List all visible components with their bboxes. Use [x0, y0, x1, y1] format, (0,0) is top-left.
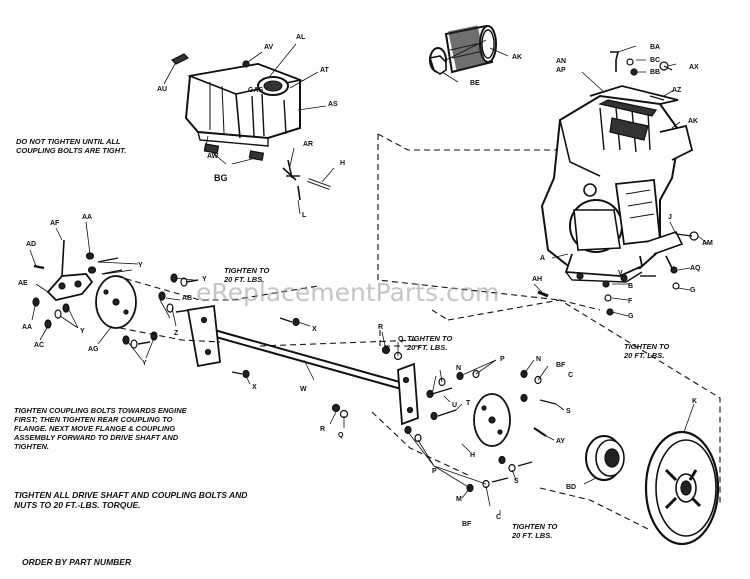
left-coupling [32, 239, 199, 349]
callout-r-1: R [378, 324, 384, 331]
callout-k: K [692, 398, 698, 405]
svg-text:GAS: GAS [248, 87, 264, 94]
tank-pads-bg [203, 143, 265, 161]
callout-ak-top: AK [512, 54, 523, 61]
note-do-not-tighten: DO NOT TIGHTEN UNTIL ALL COUPLING BOLTS … [16, 137, 127, 155]
fuel-tank: GAS [184, 62, 303, 147]
callout-c-top: C [568, 372, 574, 379]
callout-f: F [628, 298, 633, 305]
callout-bf-bottom: BF [462, 521, 472, 528]
callout-ba: BA [650, 44, 661, 51]
callout-n-mid: N [536, 356, 542, 363]
note-coupling-instructions: TIGHTEN COUPLING BOLTS TOWARDS ENGINE FI… [14, 406, 187, 451]
callout-z: Z [174, 330, 179, 337]
callout-s-top: S [566, 408, 571, 415]
right-coupling [404, 369, 557, 493]
callout-aw: AW [207, 153, 219, 160]
callout-y-2: Y [202, 276, 207, 283]
callout-u: U [452, 402, 458, 409]
callout-av: AV [264, 44, 274, 51]
gasket-be [428, 55, 447, 75]
callout-bb: BB [650, 69, 661, 76]
callout-m: M [456, 496, 462, 503]
pulley-k [644, 430, 720, 546]
callout-ah: AH [532, 276, 543, 283]
callout-ab: AB [182, 295, 193, 302]
callout-y-3: Y [80, 328, 85, 335]
callout-b: B [628, 283, 634, 290]
callout-ae: AE [18, 280, 28, 287]
callout-q-2: Q [338, 432, 344, 439]
engine-dashed-outline [377, 133, 601, 311]
note-tighten-torque-bottom: TIGHTEN TO 20 FT. LBS. [512, 522, 558, 540]
callout-az: AZ [672, 87, 682, 94]
callout-ac: AC [34, 342, 45, 349]
callout-h-mid: H [470, 452, 476, 459]
callout-ag: AG [88, 346, 99, 353]
callout-bd: BD [566, 484, 577, 491]
callout-t: T [466, 400, 471, 407]
fuel-line-h [307, 178, 331, 190]
callout-ak-right: AK [688, 118, 699, 125]
callout-j: J [668, 214, 672, 221]
note-tighten-torque-left: TIGHTEN TO 20 FT. LBS. [224, 266, 270, 284]
watermark: eReplacementParts.com [196, 278, 500, 307]
callout-an: AN [556, 58, 567, 65]
callout-as: AS [328, 101, 338, 108]
callout-a: A [540, 255, 546, 262]
note-order-by-part-number: ORDER BY PART NUMBER [22, 557, 132, 567]
callout-q-1: Q [398, 336, 404, 343]
fuel-valve-ar [282, 159, 300, 181]
callout-r-2: R [320, 426, 326, 433]
callout-y-4: Y [142, 360, 147, 367]
callout-bc: BC [650, 57, 661, 64]
callout-aa-left: AA [22, 324, 33, 331]
callout-al: AL [296, 34, 306, 41]
callout-at: AT [320, 67, 329, 74]
callout-am: AM [702, 240, 713, 247]
air-cleaner-ak [429, 24, 497, 74]
callout-au: AU [157, 86, 168, 93]
callout-c-bottom: C [496, 514, 502, 521]
callout-ax: AX [689, 64, 699, 71]
pulley-bd [585, 435, 625, 481]
callout-aa-top: AA [82, 214, 93, 221]
clamp-l [297, 185, 301, 201]
engine-block [540, 85, 694, 283]
callout-bf-top: BF [556, 362, 566, 369]
drive-shaft-w [186, 304, 419, 426]
leader-lines [29, 39, 709, 514]
callout-g-right: G [690, 287, 696, 294]
callout-aq: AQ [690, 265, 701, 272]
callout-p-bottom: P [432, 468, 437, 475]
callout-l: L [302, 212, 307, 219]
callout-x-2: X [252, 384, 257, 391]
callout-n-top: N [456, 365, 462, 372]
callout-bg: BG [214, 173, 228, 183]
callout-ar: AR [303, 141, 314, 148]
callout-af: AF [50, 220, 60, 227]
callout-y-1: Y [138, 262, 143, 269]
callout-v: V [618, 270, 623, 277]
callout-x-1: X [312, 326, 317, 333]
callout-h: H [340, 160, 346, 167]
note-tighten-torque-right: TIGHTEN TO 20 FT. LBS. [624, 342, 670, 360]
callout-g-bottom: G [628, 313, 634, 320]
callout-w: W [300, 386, 307, 393]
callout-ad: AD [26, 241, 37, 248]
tank-cap-au [170, 53, 190, 65]
callout-p-top: P [500, 356, 505, 363]
callout-s-bottom: S [514, 478, 519, 485]
callout-ay: AY [556, 438, 566, 445]
shaft-dashed-lines [115, 275, 721, 531]
note-tighten-torque-mid: TIGHTEN TO 20 FT. LBS. [407, 334, 453, 352]
callout-ap: AP [556, 67, 566, 74]
callout-be: BE [470, 80, 480, 87]
vent-av [242, 60, 250, 68]
note-torque-instructions: TIGHTEN ALL DRIVE SHAFT AND COUPLING BOL… [14, 490, 248, 510]
